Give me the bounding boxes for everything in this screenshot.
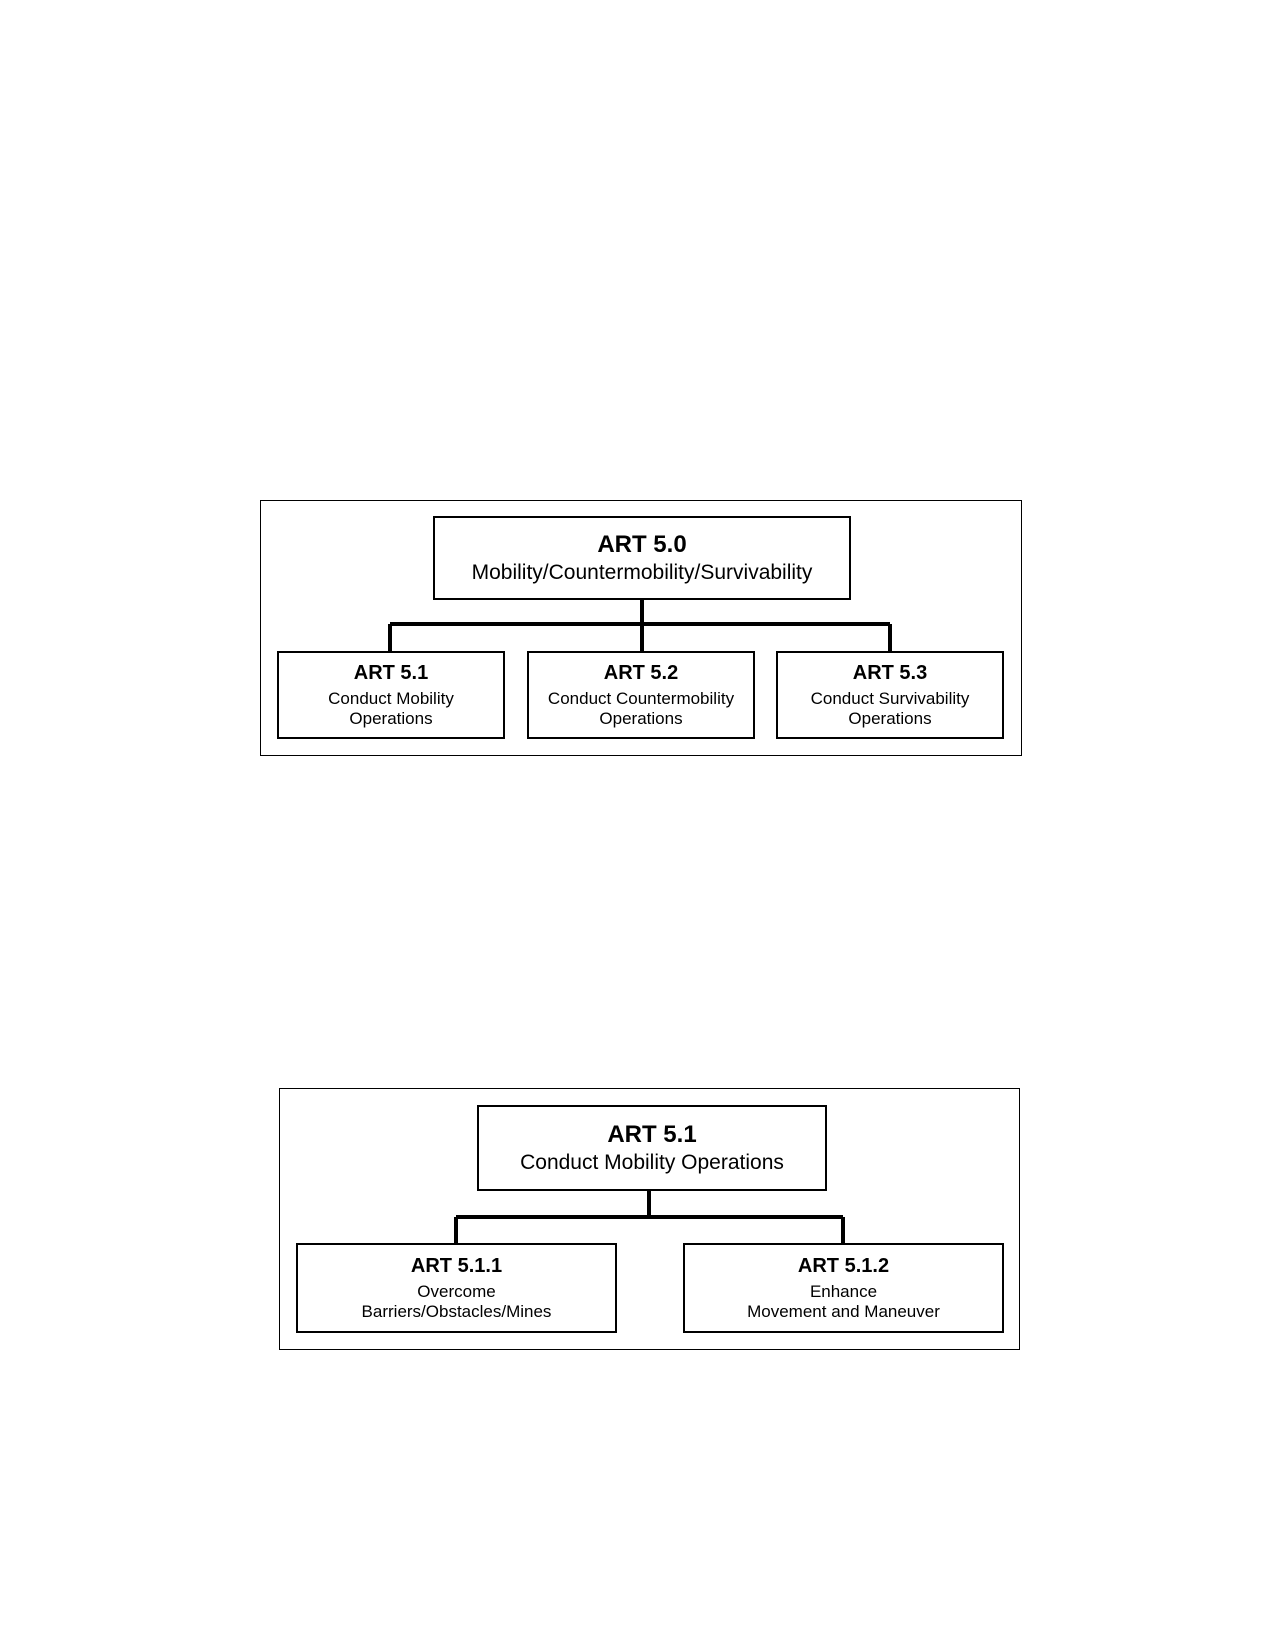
diagram-1-child-node-3: ART 5.3 Conduct Survivability Operations [776, 651, 1004, 739]
node-title: Overcome Barriers/Obstacles/Mines [362, 1282, 552, 1321]
diagram-2-root-node: ART 5.1 Conduct Mobility Operations [477, 1105, 827, 1191]
diagram-1-root-node: ART 5.0 Mobility/Countermobility/Surviva… [433, 516, 851, 600]
node-code: ART 5.3 [852, 661, 928, 684]
node-code: ART 5.1 [353, 661, 429, 684]
node-title-line: Conduct Mobility Operations [520, 1151, 784, 1175]
node-title: Conduct Countermobility Operations [548, 689, 734, 728]
diagram-1-child-node-2: ART 5.2 Conduct Countermobility Operatio… [527, 651, 755, 739]
node-title-line: Mobility/Countermobility/Survivability [471, 561, 813, 585]
node-code: ART 5.0 [597, 530, 687, 558]
node-title-line: Operations [599, 708, 683, 728]
node-code: ART 5.1.1 [410, 1254, 503, 1277]
node-title: Enhance Movement and Maneuver [747, 1282, 940, 1321]
node-title-line: Operations [848, 708, 932, 728]
node-code: ART 5.2 [603, 661, 679, 684]
node-title: Mobility/Countermobility/Survivability [472, 561, 813, 585]
node-title-line: Enhance [809, 1281, 878, 1301]
node-title-line: Conduct Survivability [810, 688, 970, 708]
node-title: Conduct Mobility Operations [328, 689, 454, 728]
diagram-1-frame [260, 500, 1022, 756]
node-title: Conduct Survivability Operations [811, 689, 970, 728]
diagram-2-frame [279, 1088, 1020, 1350]
node-title-line: Conduct Countermobility [547, 688, 735, 708]
diagram-2-child-node-2: ART 5.1.2 Enhance Movement and Maneuver [683, 1243, 1004, 1333]
node-title-line: Overcome [417, 1281, 496, 1301]
node-code: ART 5.1 [607, 1120, 697, 1148]
node-code: ART 5.1.2 [797, 1254, 890, 1277]
node-title-line: Movement and Maneuver [747, 1301, 940, 1321]
node-title: Conduct Mobility Operations [520, 1151, 784, 1175]
node-title-line: Barriers/Obstacles/Mines [361, 1301, 552, 1321]
diagram-2-child-node-1: ART 5.1.1 Overcome Barriers/Obstacles/Mi… [296, 1243, 617, 1333]
node-title-line: Operations [349, 708, 433, 728]
diagram-1-child-node-1: ART 5.1 Conduct Mobility Operations [277, 651, 505, 739]
node-title-line: Conduct Mobility [328, 688, 454, 708]
